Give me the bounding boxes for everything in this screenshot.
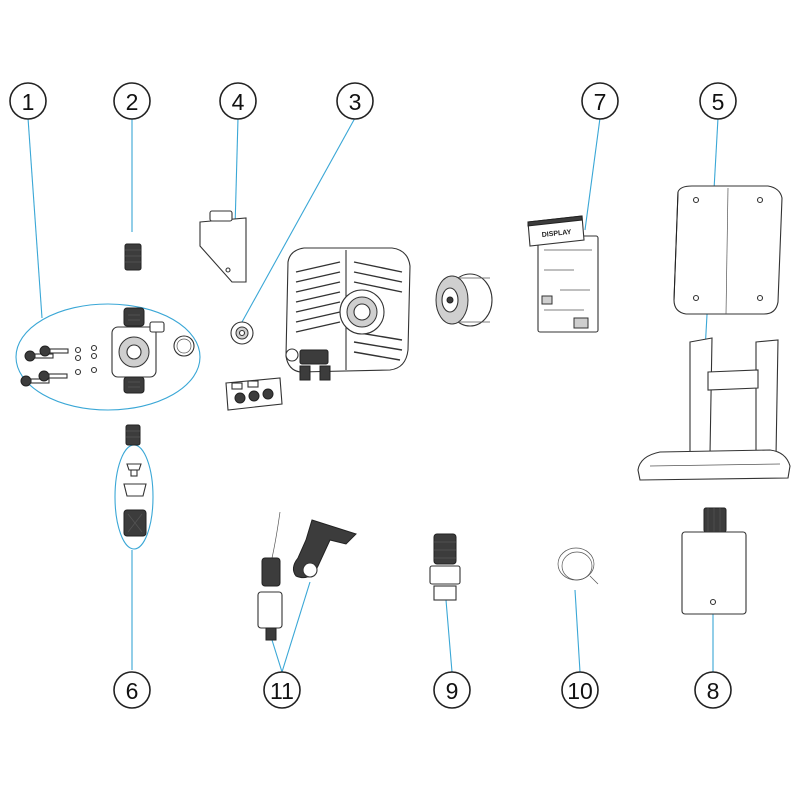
- part-3-diaphragm: [230, 321, 254, 345]
- head-screws-top: [24, 344, 98, 362]
- leader-lines: [27, 117, 719, 673]
- part-8-container: [681, 507, 747, 615]
- connector-block: [225, 377, 283, 411]
- part-10-tubing-coil: [557, 547, 599, 585]
- callout-label-10: 10: [567, 678, 593, 704]
- callout-label-3: 3: [349, 89, 362, 115]
- pump-head-body: [111, 307, 165, 394]
- callout-label-6: 6: [126, 678, 139, 704]
- callouts: 1 2 4 3 7 5 6 11: [9, 82, 737, 709]
- part-7-display-board: DISPLAY: [527, 215, 599, 333]
- callout-1: 1: [9, 82, 47, 120]
- part-1-pump-head-assembly: [20, 307, 195, 394]
- part-5-stand: [637, 337, 791, 481]
- callout-10: 10: [561, 671, 599, 709]
- part-2-valve-cartridge: [124, 243, 142, 446]
- head-screws-bottom: [20, 366, 98, 387]
- callout-7: 7: [581, 82, 619, 120]
- callout-4: 4: [219, 82, 257, 120]
- callout-label-11: 11: [270, 678, 294, 704]
- callout-9: 9: [433, 671, 471, 709]
- callout-label-7: 7: [594, 89, 607, 115]
- callout-6: 6: [113, 671, 151, 709]
- pump-housing: [285, 247, 411, 381]
- part-4-cover: [199, 210, 247, 283]
- callout-label-2: 2: [126, 89, 139, 115]
- callout-5: 5: [699, 82, 737, 120]
- callout-label-9: 9: [446, 678, 459, 704]
- group-ellipse-1: [15, 303, 201, 411]
- callout-label-5: 5: [712, 89, 725, 115]
- callout-label-8: 8: [707, 678, 720, 704]
- part-9-injection-valve: [429, 533, 461, 601]
- part-6-foot-valve: [123, 463, 147, 537]
- callout-11: 11: [263, 671, 301, 709]
- callout-label-4: 4: [232, 89, 245, 115]
- callout-8: 8: [694, 671, 732, 709]
- callout-2: 2: [113, 82, 151, 120]
- part-5-back-plate: [673, 185, 783, 315]
- callout-label-1: 1: [22, 89, 35, 115]
- callout-3: 3: [336, 82, 374, 120]
- motor: [435, 273, 493, 327]
- display-module: DISPLAY: [527, 215, 585, 247]
- display-label: DISPLAY: [541, 229, 572, 239]
- part-11-level-probe: [257, 511, 357, 641]
